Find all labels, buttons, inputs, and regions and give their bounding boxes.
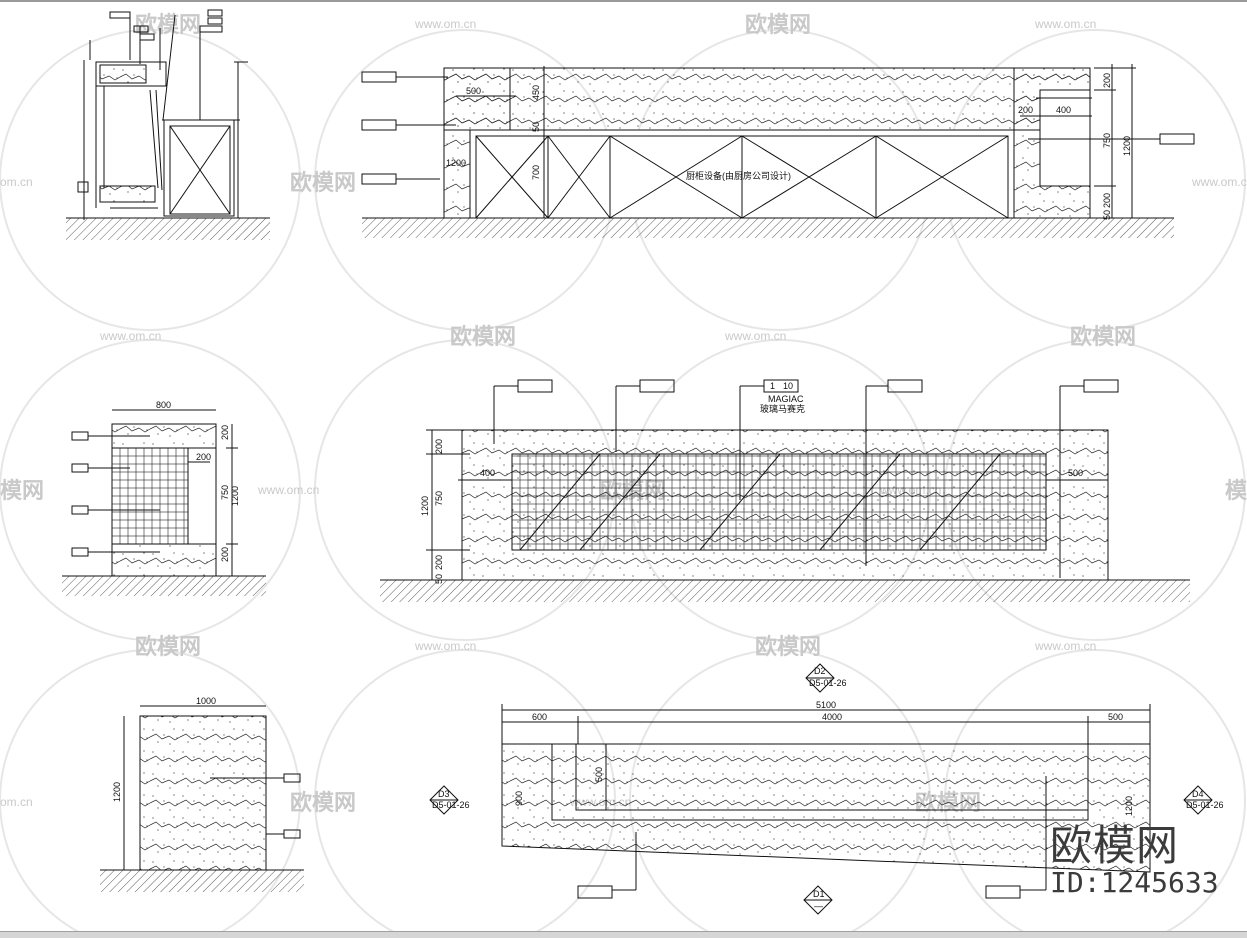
dim-500-inner: 500 xyxy=(594,767,604,782)
dim-200-top: 200 xyxy=(1102,73,1112,88)
dim-1200: 1200 xyxy=(1124,796,1134,816)
watermark-url: www.om.cn xyxy=(99,329,161,343)
dim-4000: 4000 xyxy=(822,712,842,722)
plan-view-bottom xyxy=(429,663,1213,915)
dim-1200: 1200 xyxy=(420,496,430,516)
sheet-top-border xyxy=(0,0,1247,2)
dim-400: 400 xyxy=(480,468,495,478)
status-bar xyxy=(0,931,1247,938)
dim-200-mid: 200 xyxy=(1018,105,1033,115)
watermark-brand: 欧模网 xyxy=(450,324,516,349)
dim-500: 500 xyxy=(466,86,481,96)
dim-900: 900 xyxy=(514,791,524,806)
dim-200-bottom: 200 xyxy=(220,547,230,562)
dim-200-bottom: 200 xyxy=(1102,193,1112,208)
watermark-brand: 欧模网 xyxy=(135,12,201,37)
watermark-brand: 欧模网 xyxy=(135,634,201,659)
dim-1200: 1200 xyxy=(230,486,240,506)
marker-bottom-sheet: — xyxy=(814,901,823,911)
dim-450: 450 xyxy=(531,85,541,100)
callout-num: 1 xyxy=(770,381,775,391)
dim-1200: 1200 xyxy=(112,782,122,802)
marker-right-sheet: D5-01-26 xyxy=(1186,800,1224,810)
dim-500: 500 xyxy=(1108,712,1123,722)
side-view-bottom-left xyxy=(100,705,304,892)
watermark-url: www.om.cn xyxy=(414,17,476,31)
side-elevation-mid xyxy=(62,409,266,596)
side-view-bottom-left-labels: 1000 1200 xyxy=(112,696,216,802)
mosaic-elevation-mid-labels: 1 10 MAGIAC 玻璃马赛克 200 400 500 750 1200 2… xyxy=(420,381,1083,584)
watermark-url: om.cn xyxy=(0,795,33,809)
dim-50-bottom: 50 xyxy=(1102,210,1112,220)
mosaic-elevation-mid xyxy=(380,379,1190,602)
callout-scale: 10 xyxy=(783,381,793,391)
dim-200: 200 xyxy=(220,425,230,440)
section-view-top-left xyxy=(66,9,270,240)
watermark-brand: 欧模网 xyxy=(1070,324,1136,349)
marker-right-num: D4 xyxy=(1192,789,1204,799)
marker-top-sheet: D5-01-26 xyxy=(809,678,847,688)
marker-bottom-num: D1 xyxy=(813,889,825,899)
marker-left-sheet: D5-01-26 xyxy=(432,800,470,810)
brand-stamp-id: ID:1245633 xyxy=(1050,866,1219,899)
dim-600: 600 xyxy=(532,712,547,722)
dim-1000: 1000 xyxy=(196,696,216,706)
brand-stamp-name: 欧模网 xyxy=(1050,821,1180,870)
watermark-url: www.om.cn xyxy=(1034,17,1096,31)
watermark-brand: 欧模网 xyxy=(745,12,811,37)
equipment-note: 厨柜设备(由厨房公司设计) xyxy=(686,170,791,181)
watermark-url: www.om.cn xyxy=(1191,175,1247,189)
dim-750: 750 xyxy=(434,491,444,506)
dim-50: 50 xyxy=(531,122,541,132)
watermark-brand: 欧模网 xyxy=(290,170,356,195)
dim-500: 500 xyxy=(1068,468,1083,478)
dim-200-top: 200 xyxy=(434,439,444,454)
front-elevation-top-labels: 厨柜设备(由厨房公司设计) 500 450 50 1200 700 200 20… xyxy=(446,73,1132,220)
plan-view-bottom-labels: 5100 600 4000 500 500 900 1200 D2 D5-01-… xyxy=(432,666,1224,911)
watermark-url: www.om.cn xyxy=(414,639,476,653)
watermark-url: www.om.cn xyxy=(257,483,319,497)
watermark-brand: 模网 xyxy=(1225,478,1247,503)
dim-50: 50 xyxy=(434,574,444,584)
dim-400: 400 xyxy=(1056,105,1071,115)
marker-top-num: D2 xyxy=(814,666,826,676)
watermark-url: www.om.cn xyxy=(1034,639,1096,653)
watermark-brand: 欧模网 xyxy=(290,790,356,815)
watermark-brand: 模网 xyxy=(0,478,44,503)
material-cn: 玻璃马赛克 xyxy=(760,403,805,414)
dim-750: 750 xyxy=(1102,133,1112,148)
watermark-brand: 欧模网 xyxy=(755,634,821,659)
dim-700: 700 xyxy=(531,165,541,180)
watermark-url: www.om.cn xyxy=(724,329,786,343)
dim-1200-right: 1200 xyxy=(1122,136,1132,156)
front-elevation-top xyxy=(361,64,1195,238)
material-en: MAGIAC xyxy=(768,394,804,404)
watermark-url: om.cn xyxy=(0,175,33,189)
dim-800: 800 xyxy=(156,400,171,410)
dim-1200-left: 1200 xyxy=(446,158,466,168)
dim-5100: 5100 xyxy=(816,700,836,710)
dim-750: 750 xyxy=(220,485,230,500)
dim-200-inner: 200 xyxy=(196,452,211,462)
marker-left-num: D3 xyxy=(438,789,450,799)
dim-200-bottom: 200 xyxy=(434,555,444,570)
side-elevation-mid-labels: 800 200 200 750 1200 200 xyxy=(156,400,240,562)
